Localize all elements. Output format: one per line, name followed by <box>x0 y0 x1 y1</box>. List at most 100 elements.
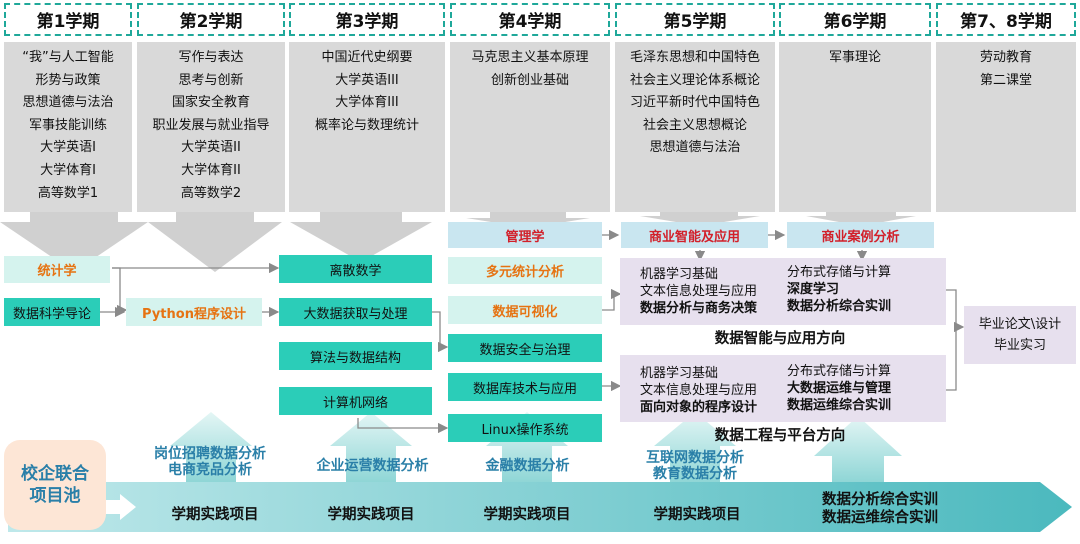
course-item: 深度学习 <box>787 282 840 297</box>
semester-header-4: 第4学期 <box>450 3 610 36</box>
project-label-2: 企业运营数据分析 <box>316 458 429 474</box>
general-courses-sem3: 中国近代史纲要 大学英语III 大学体育III 概率论与数理统计 <box>289 42 445 212</box>
chevron-1 <box>0 212 148 272</box>
course-item: 大学体育II <box>181 162 241 178</box>
course-item: 文本信息处理与应用 <box>640 284 758 299</box>
semester-header-2: 第2学期 <box>137 3 285 36</box>
up-arrow-5 <box>814 416 902 482</box>
course-algorithms: 算法与数据结构 <box>279 342 432 370</box>
project-label-3: 金融数据分析 <box>485 458 570 474</box>
chevron-2 <box>148 212 282 272</box>
band-label-1: 学期实践项目 <box>171 507 259 523</box>
semester-header-7-8: 第7、8学期 <box>936 3 1076 36</box>
course-item: 文本信息处理与应用 <box>640 383 758 398</box>
band-label-5: 数据分析综合实训 数据运维综合实训 <box>822 492 938 526</box>
course-item: 大学英语III <box>335 72 399 88</box>
band-label-3: 学期实践项目 <box>483 507 571 523</box>
chevron-5 <box>640 212 760 226</box>
general-courses-sem1: “我”与人工智能 形势与政策 思想道德与法治 军事技能训练 大学英语I 大学体育… <box>4 42 132 212</box>
up-arrow-2 <box>330 412 412 482</box>
course-item: 写作与表达 <box>178 50 244 65</box>
chevron-4 <box>466 212 590 228</box>
course-item: 创新创业基础 <box>490 72 569 88</box>
course-item: 军事技能训练 <box>28 117 107 133</box>
course-item: 大数据运维与管理 <box>787 381 892 396</box>
chevron-6 <box>806 212 916 226</box>
project-pool: 校企联合 项目池 <box>4 440 106 530</box>
course-multivariate-stats: 多元统计分析 <box>448 257 602 284</box>
general-courses-sem6: 军事理论 <box>779 42 931 212</box>
course-item: 分布式存储与计算 <box>787 364 892 379</box>
graduation-internship: 毕业实习 <box>993 338 1046 353</box>
up-arrow-1 <box>170 412 252 482</box>
course-ds-intro: 数据科学导论 <box>4 298 100 326</box>
course-item: 劳动教育 <box>979 50 1032 65</box>
course-computer-network: 计算机网络 <box>279 387 432 415</box>
course-item: 社会主义理论体系概论 <box>629 72 760 88</box>
course-data-visualization: 数据可视化 <box>448 296 602 324</box>
practice-band-arrow <box>8 482 1072 532</box>
graduation-thesis: 毕业论文\设计 <box>978 317 1062 332</box>
general-courses-sem7-8: 劳动教育 第二课堂 <box>936 42 1076 212</box>
general-courses-sem4: 马克思主义基本原理 创新创业基础 <box>450 42 610 212</box>
course-business-case: 商业案例分析 <box>787 222 934 248</box>
course-item: 高等数学2 <box>180 185 242 201</box>
course-item: 数据分析与商务决策 <box>640 301 758 316</box>
up-arrow-4 <box>654 412 736 482</box>
course-item: 面向对象的程序设计 <box>640 400 758 415</box>
course-database: 数据库技术与应用 <box>448 373 602 401</box>
graduation-box: 毕业论文\设计 毕业实习 <box>964 306 1076 364</box>
course-item: 马克思主义基本原理 <box>471 50 589 65</box>
semester-header-3: 第3学期 <box>289 3 445 36</box>
course-item: 思想道德与法治 <box>649 140 741 156</box>
course-item: 思考与创新 <box>178 72 244 88</box>
course-item: 职业发展与就业指导 <box>152 117 270 133</box>
course-item: 机器学习基础 <box>640 267 719 282</box>
band-label-2: 学期实践项目 <box>327 507 415 523</box>
direction-engineering-col-a: 机器学习基础 文本信息处理与应用 面向对象的程序设计 <box>640 365 790 416</box>
project-label-4: 互联网数据分析 教育数据分析 <box>646 450 744 482</box>
semester-header-1: 第1学期 <box>4 3 132 36</box>
course-item: 大学英语I <box>40 140 96 156</box>
general-courses-sem2: 写作与表达 思考与创新 国家安全教育 职业发展与就业指导 大学英语II 大学体育… <box>137 42 285 212</box>
course-stats: 统计学 <box>4 256 110 283</box>
course-item: 分布式存储与计算 <box>787 265 892 280</box>
course-item: 形势与政策 <box>35 72 101 88</box>
course-item: “我”与人工智能 <box>22 50 114 65</box>
course-item: 习近平新时代中国特色 <box>629 95 760 111</box>
semester-header-6: 第6学期 <box>779 3 931 36</box>
course-item: 思想道德与法治 <box>22 95 114 111</box>
general-courses-sem5: 毛泽东思想和中国特色 社会主义理论体系概论 习近平新时代中国特色 社会主义思想概… <box>615 42 775 212</box>
course-item: 军事理论 <box>828 50 881 65</box>
direction-intelligence-title: 数据智能与应用方向 <box>714 331 846 347</box>
course-item: 中国近代史纲要 <box>321 50 413 65</box>
band-label-4: 学期实践项目 <box>653 507 741 523</box>
course-item: 大学英语II <box>181 140 241 156</box>
course-item: 高等数学1 <box>37 185 99 201</box>
course-item: 社会主义思想概论 <box>642 117 747 133</box>
course-item: 数据分析综合实训 <box>787 299 892 314</box>
course-item: 第二课堂 <box>979 72 1032 88</box>
course-item: 毛泽东思想和中国特色 <box>629 50 760 65</box>
course-python: Python程序设计 <box>126 298 262 326</box>
course-business-intelligence: 商业智能及应用 <box>621 222 768 248</box>
course-discrete-math: 离散数学 <box>279 255 432 283</box>
project-pool-label: 校企联合 项目池 <box>21 464 89 506</box>
direction-engineering-col-b: 分布式存储与计算 大数据运维与管理 数据运维综合实训 <box>787 363 937 414</box>
course-item: 国家安全教育 <box>171 95 250 111</box>
direction-engineering-title: 数据工程与平台方向 <box>714 428 846 444</box>
course-item: 大学体育III <box>335 95 399 111</box>
course-item: 概率论与数理统计 <box>314 117 419 133</box>
project-label-1: 岗位招聘数据分析 电商竞品分析 <box>154 446 266 478</box>
direction-intelligence-panel: 机器学习基础 文本信息处理与应用 数据分析与商务决策 分布式存储与计算 深度学习… <box>620 258 946 325</box>
chevron-3 <box>290 212 432 262</box>
course-data-security: 数据安全与治理 <box>448 334 602 362</box>
course-item: 大学体育I <box>40 162 96 178</box>
direction-intelligence-col-b: 分布式存储与计算 深度学习 数据分析综合实训 <box>787 264 937 315</box>
direction-engineering-panel: 机器学习基础 文本信息处理与应用 面向对象的程序设计 分布式存储与计算 大数据运… <box>620 355 946 422</box>
direction-intelligence-col-a: 机器学习基础 文本信息处理与应用 数据分析与商务决策 <box>640 266 790 317</box>
course-item: 数据运维综合实训 <box>787 398 892 413</box>
course-bigdata-acquisition: 大数据获取与处理 <box>279 298 432 326</box>
semester-header-5: 第5学期 <box>615 3 775 36</box>
